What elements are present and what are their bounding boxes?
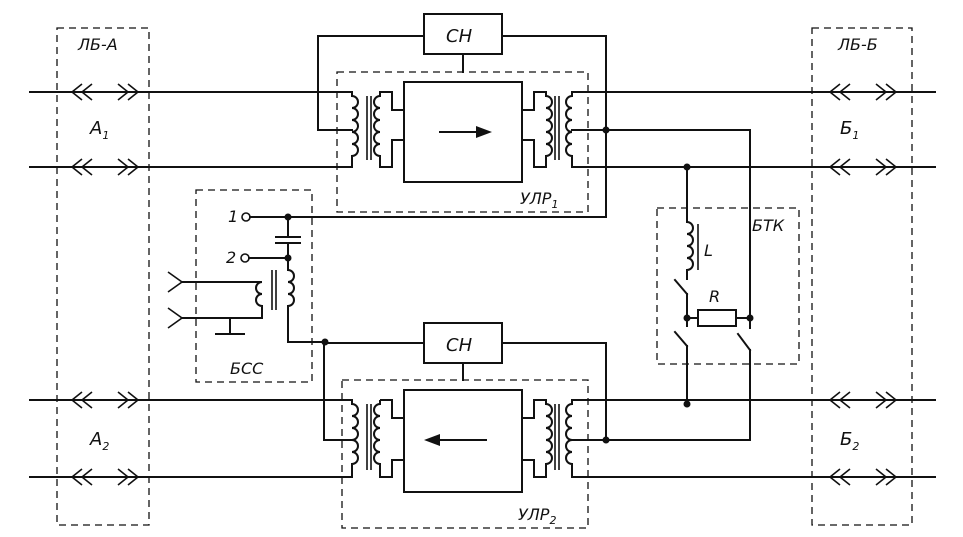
switch-3[interactable] <box>736 332 752 352</box>
inductor-icon <box>686 221 694 280</box>
switch-2[interactable] <box>673 330 689 348</box>
amplifier-ulr2-label: УЛР2 <box>518 505 556 527</box>
transformer-ulr2-right-icon <box>522 399 553 478</box>
signal-lines <box>29 91 936 478</box>
jack-bottom-icon <box>167 307 184 329</box>
jack-top-icon <box>167 271 184 293</box>
connector-a2-bottom-icon <box>70 468 140 486</box>
line-block-a: ЛБ-А А1 А2 <box>56 27 150 526</box>
pair-a2-label: А2 <box>89 429 109 453</box>
direction-right-arrow-icon <box>476 126 492 138</box>
power-unit-bottom-label: СН <box>446 335 473 356</box>
connector-b2-bottom-icon <box>828 468 898 486</box>
amplifier-ulr1-label: УЛР1 <box>520 189 558 211</box>
pair-b2-label: Б2 <box>840 429 859 453</box>
block-btk-label: БТК <box>752 216 785 235</box>
connector-b1-bottom-icon <box>828 158 898 176</box>
transformer-ulr1-right-icon <box>522 91 553 168</box>
terminal-1-label: 1 <box>228 207 238 226</box>
terminal-1[interactable] <box>241 212 251 222</box>
block-btk: БТК L R <box>602 126 800 444</box>
connector-b1-top-icon <box>828 83 898 101</box>
switch-1[interactable] <box>673 278 689 296</box>
transformer-bss-icon <box>287 258 325 343</box>
amplifier-ulr1: СН УЛР1 <box>317 13 607 213</box>
transformer-ulr1-left-icon <box>340 91 359 168</box>
service-block-bss: БСС 1 2 <box>167 129 607 383</box>
power-unit-top-label: СН <box>446 26 473 47</box>
line-block-b-label: ЛБ-Б <box>837 35 878 54</box>
connector-a1-bottom-icon <box>70 158 140 176</box>
pair-a1-label: А1 <box>89 118 109 142</box>
terminal-2-label: 2 <box>226 248 236 267</box>
connector-a1-top-icon <box>70 83 140 101</box>
connector-a2-top-icon <box>70 391 140 409</box>
amplifier-ulr2: СН УЛР2 <box>323 322 607 529</box>
direction-left-arrow-icon <box>424 434 440 446</box>
terminal-2[interactable] <box>240 253 250 263</box>
inductor-label: L <box>704 241 713 260</box>
line-block-a-label: ЛБ-А <box>77 35 118 54</box>
service-block-bss-label: БСС <box>230 359 264 378</box>
line-block-b: ЛБ-Б Б1 Б2 <box>811 27 913 526</box>
resistor-icon <box>697 309 737 327</box>
pair-b1-label: Б1 <box>840 118 859 142</box>
connector-symbols <box>70 83 898 486</box>
resistor-label: R <box>709 287 720 306</box>
transformer-ulr2-left-icon <box>340 399 359 478</box>
connector-b2-top-icon <box>828 391 898 409</box>
